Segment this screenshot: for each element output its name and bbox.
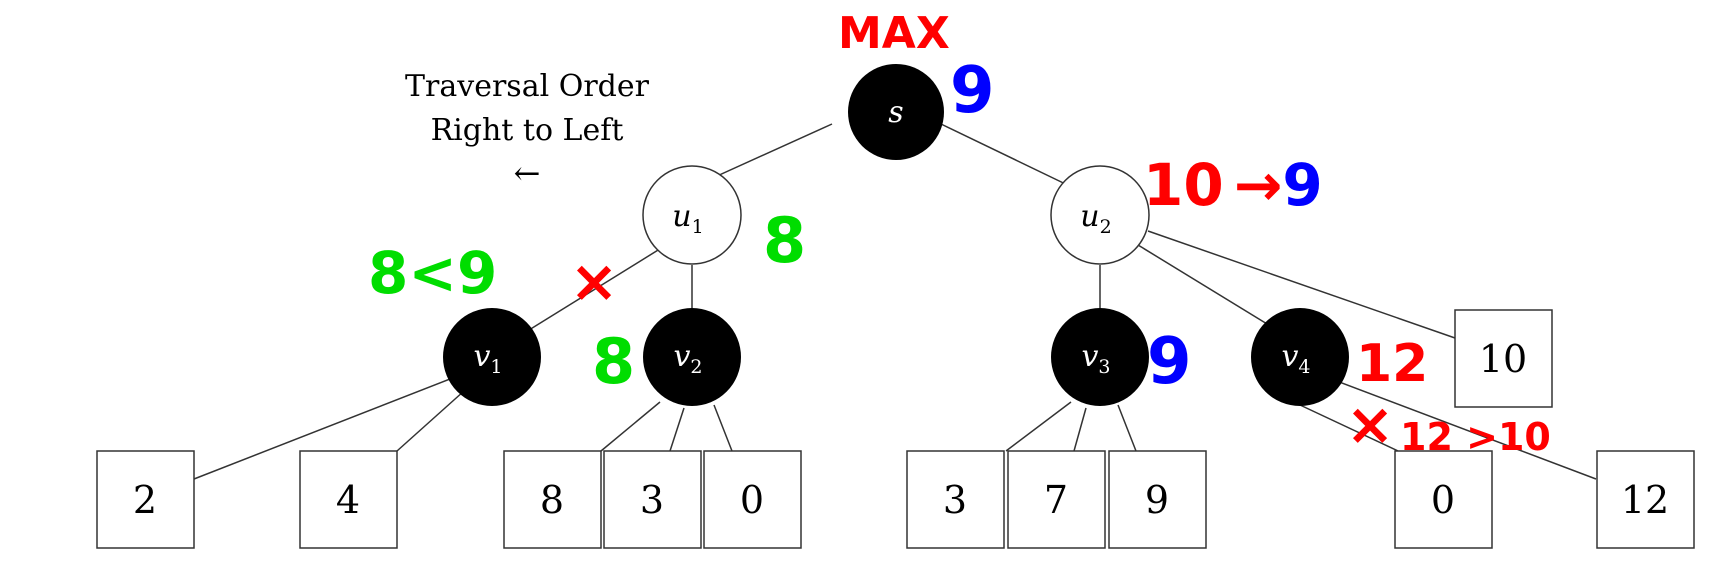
- node-v2: v2: [643, 308, 741, 406]
- node-v2-letter: v: [673, 339, 690, 374]
- leaf-box: [1596, 450, 1695, 549]
- u2-old-value: 10: [1143, 151, 1224, 219]
- u2-value-annotation: 10→9: [1143, 151, 1323, 219]
- node-v4-label: v4: [1281, 339, 1310, 378]
- leaf-box: [96, 450, 195, 549]
- leaf-nodes: [96, 309, 1695, 549]
- v1-compare-annotation: 8<9: [368, 239, 497, 307]
- node-v2-subscript: 2: [690, 356, 702, 378]
- node-u2: u2: [1050, 165, 1150, 265]
- edge-v3-leaf-3: [1005, 401, 1072, 452]
- caption-line-1: Traversal Order: [405, 69, 650, 104]
- left-arrow-icon: ←: [514, 154, 541, 192]
- u1-value-annotation: 8: [763, 204, 806, 277]
- node-u1-letter: u: [672, 199, 691, 234]
- edge-v2-leaf-3: [669, 407, 685, 452]
- prune-mark-u1-v1: ×: [570, 247, 619, 315]
- node-v2-circle: [643, 308, 741, 406]
- leaf-value: 0: [740, 478, 764, 522]
- leaf-box: [603, 450, 702, 549]
- leaf-box: [1394, 450, 1493, 549]
- node-v4-subscript: 4: [1298, 356, 1310, 378]
- s-value-annotation: 9: [950, 54, 995, 128]
- leaf-box: [906, 450, 1005, 549]
- node-v4-letter: v: [1281, 339, 1298, 374]
- traversal-caption: Traversal Order Right to Left ←: [405, 69, 650, 192]
- max-annotation: MAX: [838, 8, 950, 59]
- v2-value-annotation: 8: [592, 325, 635, 398]
- leaf-values: 2 4 8 3 0 3 7 9 0 12 10: [133, 337, 1669, 522]
- edge-v3-leaf-7: [1073, 407, 1087, 452]
- annotations: MAX 9 10→9 8 8<9 8 9 12 12 >10 × ×: [368, 8, 1551, 459]
- node-u1-circle: [642, 165, 742, 265]
- caption-line-2: Right to Left: [431, 113, 624, 148]
- edge-v4-leaf-12: [1333, 379, 1597, 480]
- node-v1: v1: [443, 308, 541, 406]
- node-u2-subscript: 2: [1100, 216, 1112, 238]
- u2-arrow: →: [1234, 151, 1283, 219]
- tree-edges: [193, 123, 1597, 480]
- node-v1-subscript: 1: [490, 356, 502, 378]
- leaf-value: 3: [943, 478, 967, 522]
- leaf-value: 0: [1431, 478, 1455, 522]
- edge-v2-leaf-0: [713, 404, 733, 452]
- v3-value-annotation: 9: [1147, 325, 1192, 399]
- edge-v1-leaf-4: [396, 390, 465, 452]
- node-u2-label: u2: [1080, 199, 1111, 238]
- node-v1-label: v1: [473, 339, 502, 378]
- leaf-value: 8: [540, 478, 564, 522]
- v4-value-annotation: 12: [1356, 334, 1428, 394]
- leaf-box: [1108, 450, 1207, 549]
- node-u1-label: u1: [672, 199, 703, 238]
- node-u1-subscript: 1: [692, 216, 704, 238]
- v4-compare-annotation: 12 >10: [1400, 415, 1551, 459]
- leaf-box: [503, 450, 602, 549]
- leaf-box: [299, 450, 398, 549]
- node-u2-letter: u: [1080, 199, 1099, 234]
- node-v2-label: v2: [673, 339, 702, 378]
- edge-u1-v1: [528, 246, 664, 331]
- leaf-box: [1454, 309, 1553, 408]
- leaf-value: 7: [1044, 478, 1068, 522]
- node-v3-letter: v: [1081, 339, 1098, 374]
- leaf-box: [703, 450, 802, 549]
- node-v1-circle: [443, 308, 541, 406]
- node-v4-circle: [1251, 308, 1349, 406]
- leaf-value: 10: [1479, 337, 1527, 381]
- leaf-value: 4: [336, 478, 360, 522]
- leaf-value: 12: [1621, 478, 1669, 522]
- leaf-value: 3: [640, 478, 664, 522]
- edge-v3-leaf-9: [1117, 404, 1137, 452]
- edge-v1-leaf-2: [193, 378, 451, 480]
- prune-mark-v4-leaf: ×: [1346, 390, 1395, 458]
- edge-s-u2: [940, 123, 1081, 192]
- edge-v2-leaf-8: [600, 401, 661, 452]
- node-v3-label: v3: [1081, 339, 1110, 378]
- leaf-value: 9: [1145, 478, 1169, 522]
- leaf-box: [1007, 450, 1106, 549]
- node-v3-subscript: 3: [1098, 356, 1110, 378]
- node-v1-letter: v: [473, 339, 490, 374]
- edge-v4-leaf-0: [1299, 404, 1399, 452]
- node-u1: u1: [642, 165, 742, 265]
- node-s: s: [848, 64, 944, 160]
- edge-u2-leaf-10: [1147, 230, 1456, 339]
- node-v3: v3: [1051, 308, 1149, 406]
- node-u2-circle: [1050, 165, 1150, 265]
- node-v3-circle: [1051, 308, 1149, 406]
- leaf-value: 2: [133, 478, 157, 522]
- node-s-label: s: [888, 95, 903, 130]
- node-s-circle: [848, 64, 944, 160]
- node-v4: v4: [1251, 308, 1349, 406]
- u2-new-value: 9: [1282, 151, 1322, 219]
- edge-u2-v4: [1137, 244, 1273, 328]
